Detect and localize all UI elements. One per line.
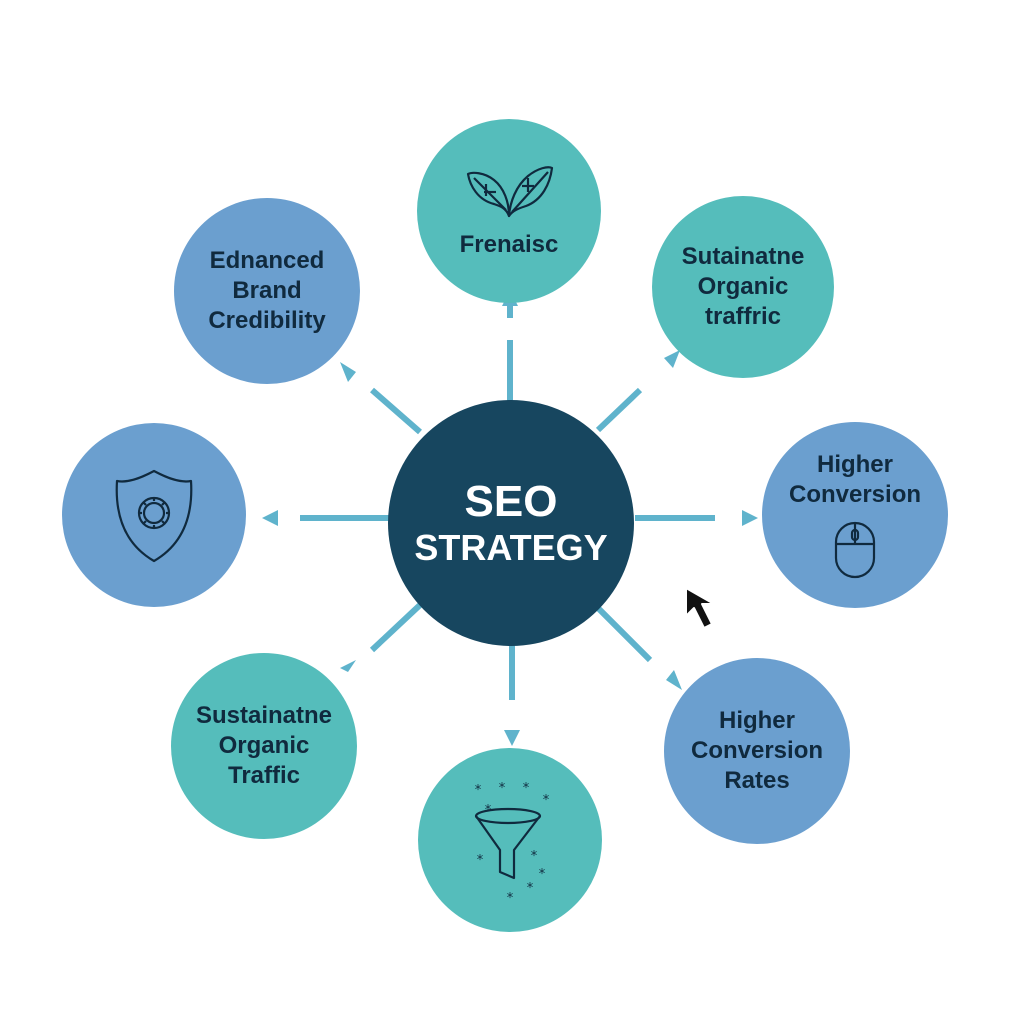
svg-text:*: *	[485, 803, 492, 818]
shield-gear-icon	[115, 469, 193, 563]
arrow-top-stem	[507, 306, 513, 318]
node-bottom-left[interactable]: Sustainatne Organic Traffic	[171, 653, 357, 839]
connector-bottom-right	[595, 605, 653, 663]
svg-text:*: *	[543, 793, 550, 808]
svg-text:*: *	[531, 849, 538, 864]
node-bottom-right-line-3: Rates	[724, 767, 790, 794]
svg-text:*: *	[527, 881, 534, 896]
center-title-line-1: SEO	[464, 477, 558, 526]
arrow-right	[742, 510, 758, 526]
svg-text:*: *	[539, 867, 546, 882]
node-top-left-label: Ednanced Brand Credibility	[208, 246, 325, 336]
node-bottom-right-label: Higher Conversion Rates	[691, 706, 823, 796]
node-top-left[interactable]: Ednanced Brand Credibility	[174, 198, 360, 384]
arrow-bottom-right	[666, 670, 682, 690]
funnel-icon: * * * * * * * * * *	[475, 781, 550, 906]
svg-text:*: *	[507, 891, 514, 906]
connector-top-left	[370, 387, 422, 435]
arrow-left	[262, 510, 278, 526]
arrow-top-right	[664, 350, 680, 368]
mouse-icon	[834, 521, 876, 579]
node-bottom-left-label: Sustainatne Organic Traffic	[196, 701, 332, 791]
node-top-left-line-3: Credibility	[208, 307, 326, 334]
node-right-line-1: Higher	[816, 451, 893, 478]
svg-text:*: *	[475, 783, 482, 798]
node-bottom-left-line-2: Organic	[218, 732, 310, 759]
arrow-cursor-icon	[685, 587, 715, 629]
arrow-bottom-left	[340, 660, 356, 672]
node-bottom-right-line-1: Higher	[718, 707, 795, 734]
leaves-icon	[466, 166, 554, 218]
svg-text:*: *	[477, 853, 484, 868]
node-right[interactable]: Higher Conversion	[762, 422, 948, 608]
node-top-right-line-1: Sutainatne	[681, 243, 805, 270]
node-bottom-right-line-2: Conversion	[690, 737, 824, 764]
node-left[interactable]	[62, 423, 246, 607]
arrow-top-left	[340, 362, 356, 382]
center-node[interactable]: SEO STRATEGY	[388, 400, 634, 646]
node-right-label: Higher Conversion	[789, 450, 921, 510]
node-bottom[interactable]: * * * * * * * * * *	[418, 748, 602, 932]
arrow-bottom	[504, 730, 520, 746]
node-top-left-line-1: Ednanced	[209, 247, 325, 274]
node-top-right-label: Sutainatne Organic traffric	[682, 242, 805, 332]
node-top-label: Frenaisc	[459, 231, 559, 258]
svg-text:*: *	[523, 781, 530, 796]
connector-bottom-left	[369, 602, 423, 653]
node-top-right-line-3: traffric	[704, 303, 782, 330]
connector-top-right	[595, 387, 643, 433]
svg-text:*: *	[499, 781, 506, 796]
node-right-line-2: Conversion	[788, 481, 922, 508]
center-title-line-2: STRATEGY	[414, 527, 608, 568]
node-bottom-right[interactable]: Higher Conversion Rates	[664, 658, 850, 844]
node-top-right-line-2: Organic	[697, 273, 789, 300]
node-bottom-left-line-1: Sustainatne	[195, 702, 333, 729]
node-top[interactable]: Frenaisc	[417, 119, 601, 303]
node-top-left-line-2: Brand	[232, 277, 302, 304]
node-top-right[interactable]: Sutainatne Organic traffric	[652, 196, 834, 378]
node-bottom-left-line-3: Traffic	[227, 762, 301, 789]
